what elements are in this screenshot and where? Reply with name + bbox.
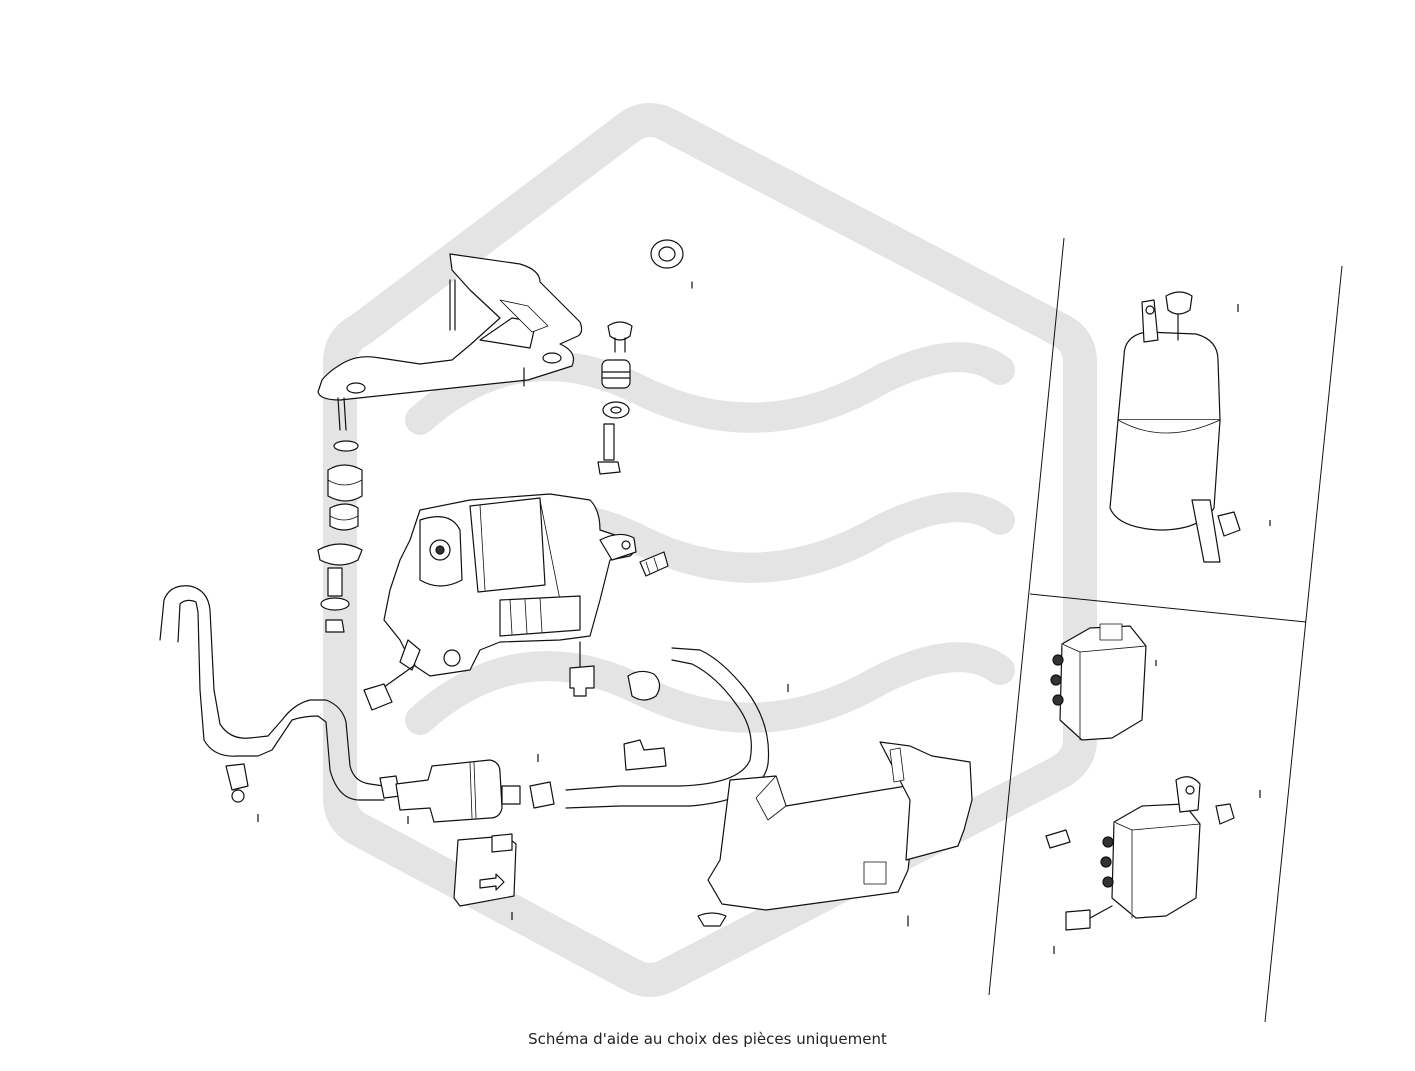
air-compressor — [363, 493, 637, 711]
mount-stack-right — [597, 321, 633, 475]
inline-filter — [379, 759, 555, 823]
pressure-reservoir — [1109, 291, 1241, 563]
mounting-bracket — [317, 253, 583, 431]
sensor-small — [639, 551, 669, 577]
diagram-caption: Schéma d'aide au choix des pièces unique… — [528, 1030, 887, 1048]
rubber-grommet — [650, 239, 693, 289]
valve-block-lower — [1045, 776, 1235, 931]
reference-ticks — [257, 304, 1271, 954]
intake-hose-left — [159, 585, 385, 803]
connector-plug — [569, 641, 595, 697]
compressor-cover — [697, 741, 973, 927]
valve-block-upper — [1050, 623, 1147, 741]
section-dividers — [988, 237, 1343, 1023]
electrical-connector — [453, 833, 517, 907]
mount-stack-left — [317, 440, 363, 633]
outlet-hose — [565, 647, 770, 809]
